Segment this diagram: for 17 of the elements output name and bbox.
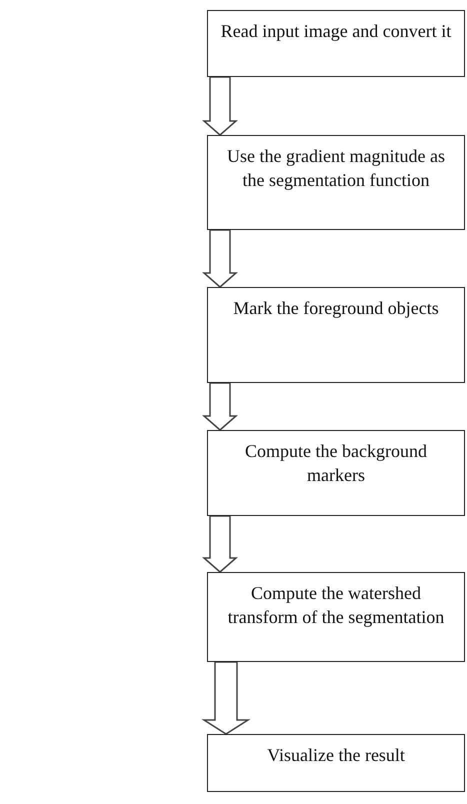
- block-arrow: [202, 382, 238, 431]
- process-box: [207, 572, 465, 662]
- process-box: [207, 734, 465, 792]
- process-box: [207, 287, 465, 383]
- process-box: [207, 135, 465, 230]
- block-arrow: [202, 229, 238, 288]
- step-text: Read input image and convert it: [220, 20, 452, 43]
- process-box: [207, 430, 465, 516]
- step-text: Compute the watershed transform of the segmentation: [226, 582, 446, 630]
- step-text: Compute the background markers: [244, 440, 428, 488]
- block-arrow: [202, 76, 238, 136]
- block-arrow: [202, 515, 238, 573]
- process-box: [207, 10, 465, 77]
- step-text: Mark the foreground objects: [232, 297, 440, 320]
- step-text: Use the gradient magnitude as the segmentation function: [226, 145, 446, 192]
- block-arrow: [201, 661, 251, 735]
- step-text: Visualize the result: [266, 744, 406, 767]
